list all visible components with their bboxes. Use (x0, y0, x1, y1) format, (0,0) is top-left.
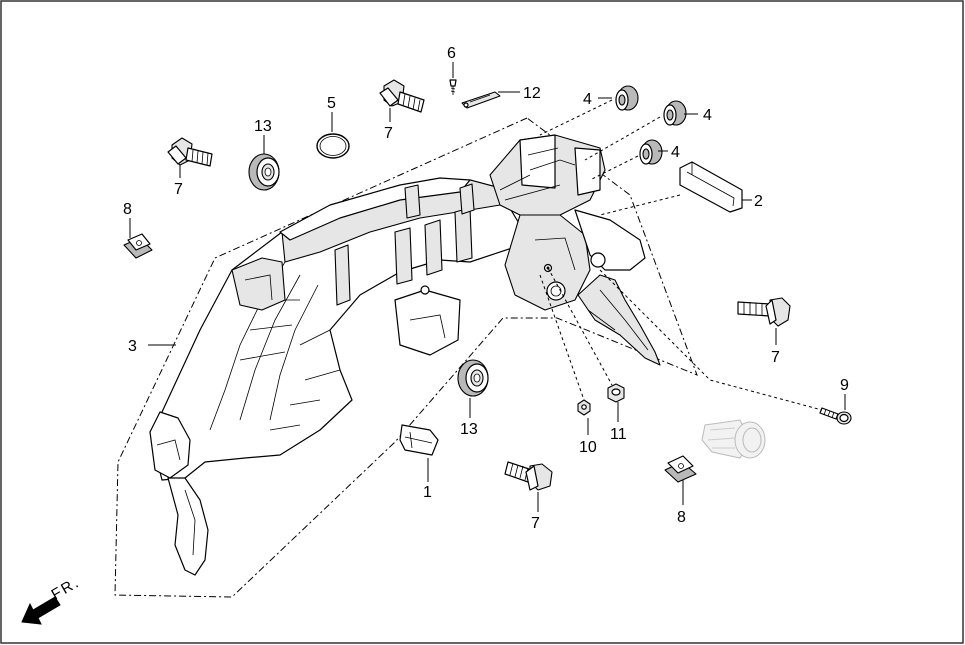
rubber-pad-part-2 (679, 161, 743, 213)
bracket-plate-part-12 (461, 91, 501, 109)
callout-6: 6 (447, 45, 456, 62)
callout-4c: 4 (671, 144, 680, 161)
callout-3: 3 (128, 338, 137, 355)
o-ring-part-5 (316, 133, 350, 159)
callout-7d: 7 (531, 515, 540, 532)
license-light-ghost (701, 419, 766, 459)
clip-part-1 (399, 424, 439, 456)
nut-part-10 (577, 399, 591, 416)
callout-9: 9 (840, 377, 849, 394)
callout-8a: 8 (123, 201, 132, 218)
callout-7c: 7 (771, 349, 780, 366)
screw-part-9 (819, 407, 852, 425)
leader-lines (129, 62, 846, 512)
bolt-part-7d (504, 461, 553, 491)
front-direction-label: FR. (49, 574, 84, 604)
bolt-part-7b (379, 79, 425, 113)
assembly-boundary (114, 117, 698, 598)
grommet-part-4c (639, 139, 663, 165)
grommet-part-13a (248, 153, 280, 191)
callout-2: 2 (754, 193, 763, 210)
callout-labels: 3 1 2 4 4 4 5 6 7 7 7 7 8 8 9 10 11 12 1… (123, 45, 849, 532)
callout-4a: 4 (583, 91, 592, 108)
rear-fender (149, 177, 521, 576)
grommet-part-4a (615, 85, 639, 111)
callout-13b: 13 (460, 421, 478, 438)
callout-4b: 4 (703, 107, 712, 124)
screw-part-6 (449, 79, 457, 95)
callout-10: 10 (579, 439, 597, 456)
grommet-part-4b (663, 100, 687, 126)
callout-7a: 7 (174, 181, 183, 198)
callout-5: 5 (327, 95, 336, 112)
front-direction-indicator: FR. (21, 574, 84, 625)
callout-12: 12 (523, 85, 541, 102)
callout-13a: 13 (254, 118, 272, 135)
callout-7b: 7 (384, 125, 393, 142)
clip-nut-part-8a (123, 233, 153, 259)
callout-11: 11 (610, 426, 627, 443)
callout-8b: 8 (677, 509, 686, 526)
assembly-lines (539, 99, 823, 411)
fender-rear-bracket (489, 134, 661, 366)
grommet-part-13b (457, 359, 489, 397)
bolt-part-7a (167, 137, 213, 167)
front-arrow-icon (21, 596, 61, 625)
callout-1: 1 (423, 484, 432, 501)
clip-nut-part-8b (664, 455, 697, 483)
nut-part-11 (607, 383, 625, 403)
bolt-part-7c (737, 297, 791, 327)
